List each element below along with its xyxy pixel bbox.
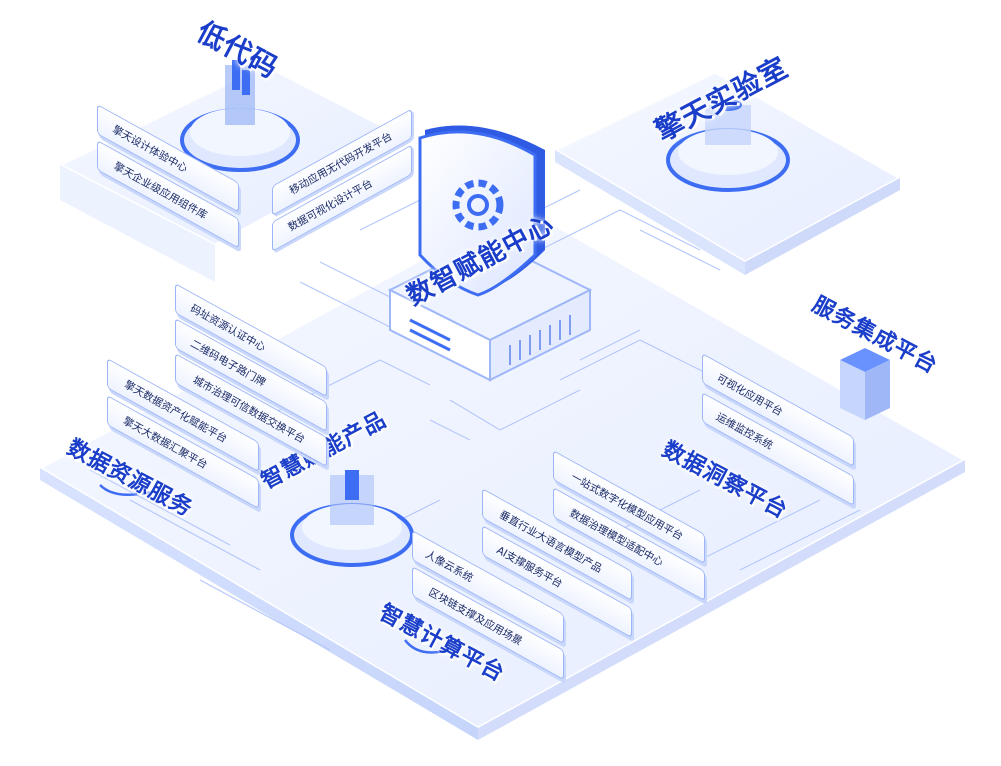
shield-icon <box>418 125 545 297</box>
lab-pedestal <box>666 99 790 192</box>
title-arcs <box>99 484 456 654</box>
smart-product-pedestal <box>290 470 414 567</box>
lowcode-pedestal <box>180 60 300 172</box>
base-platform <box>36 203 969 740</box>
service-cube <box>840 348 890 420</box>
